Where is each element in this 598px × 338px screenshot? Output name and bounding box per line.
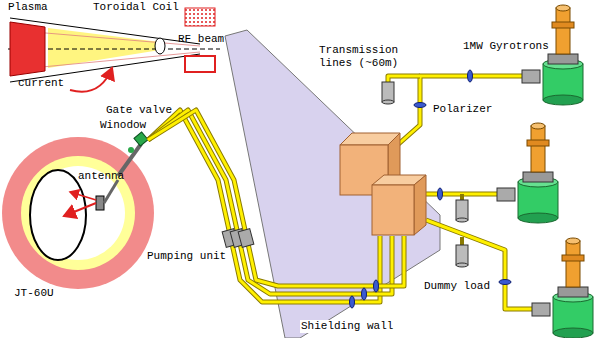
label: Winodow: [100, 119, 146, 132]
label: Gate valve: [106, 104, 172, 117]
gyrotrons: [497, 5, 593, 338]
label: antenna: [78, 170, 124, 183]
label: Plasma: [8, 1, 48, 14]
label: Dummy load: [423, 280, 491, 293]
switch-boxes: [340, 133, 426, 235]
polarizers: [350, 70, 512, 308]
label: Transmission lines (~60m): [318, 44, 404, 70]
pumping-units: [222, 229, 254, 248]
label: Shielding wall: [300, 320, 394, 333]
tokamak-sector: [8, 8, 220, 92]
transmission-lines: [148, 76, 532, 309]
jt60u-torus: [2, 132, 154, 289]
label: JT-60U: [14, 287, 54, 300]
label: Polarizer: [432, 103, 493, 116]
label: RF beam: [178, 33, 224, 46]
label: Toroidal Coil: [93, 1, 179, 14]
label: current: [18, 77, 64, 90]
label: Pumping unit: [146, 250, 227, 263]
label: 1MW Gyrotrons: [462, 40, 550, 53]
